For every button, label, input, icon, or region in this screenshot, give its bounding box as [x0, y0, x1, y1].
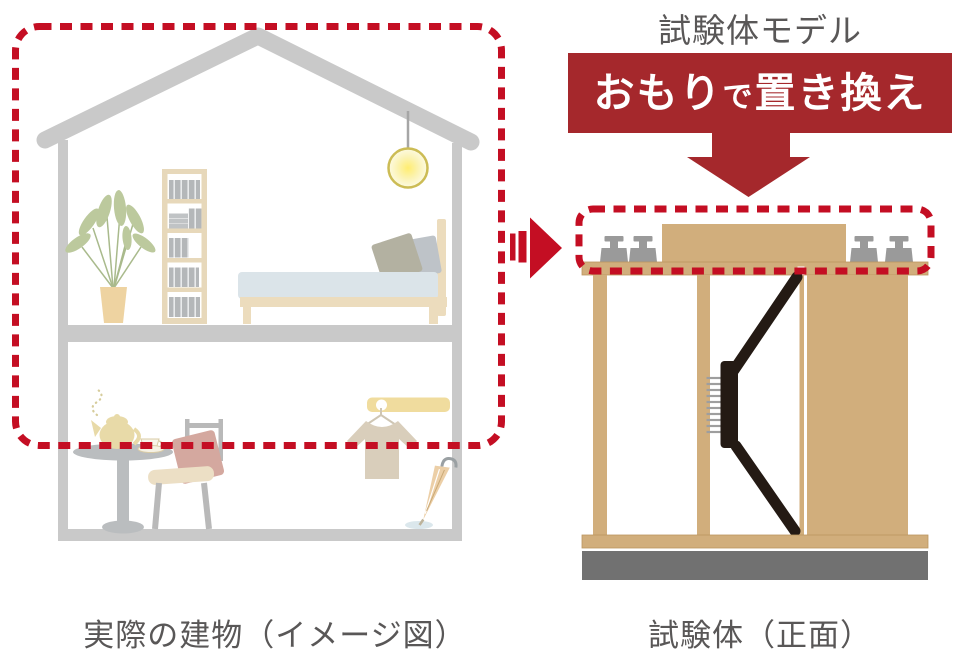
- big-down-arrow-icon: [687, 133, 810, 197]
- sill-plate: [581, 534, 929, 549]
- house-illustration: [12, 23, 505, 541]
- pillow: [371, 233, 423, 283]
- bed-icon: [238, 219, 447, 324]
- plant-icon: [65, 190, 156, 323]
- pendant-lamp-icon: [387, 111, 429, 189]
- house-mid-floor: [58, 325, 462, 342]
- specimen-illustration: [575, 205, 935, 580]
- chair-icon: [148, 419, 225, 530]
- panel-edge-strip: [799, 275, 804, 535]
- umbrella-icon: [418, 457, 458, 526]
- stud-left: [593, 275, 607, 535]
- coat-rack-icon: [367, 397, 450, 412]
- shear-panel: [807, 275, 908, 535]
- house-dashed-outline: [12, 23, 505, 449]
- flow-arrow-icon: [510, 217, 562, 279]
- house-base-floor: [58, 529, 462, 541]
- foundation: [582, 551, 928, 580]
- scale-weight-icon: [850, 236, 878, 262]
- connector-screws: [706, 376, 721, 434]
- specimen-dashed-outline: [575, 205, 935, 275]
- replace-banner: おもりで置き換え: [568, 53, 952, 133]
- scale-weight-icon: [600, 236, 628, 262]
- model-title: 試験体モデル: [658, 12, 862, 49]
- bookshelf-icon: [162, 169, 207, 324]
- caption-specimen-front: 試験体（正面）: [648, 618, 872, 653]
- banner-text: 置き換え: [754, 70, 927, 116]
- mass-block: [662, 224, 846, 262]
- puddle: [405, 521, 433, 529]
- plant-pot: [100, 287, 127, 323]
- teapot-icon: [91, 387, 141, 449]
- steam: [91, 387, 103, 417]
- stud-center: [697, 275, 710, 535]
- house-roof: [36, 27, 480, 151]
- tshirt-icon: [347, 408, 417, 479]
- brace-assembly: [706, 271, 803, 537]
- banner-text: おもり: [593, 70, 723, 116]
- banner-text: で: [722, 81, 755, 114]
- scale-weight-icon: [885, 236, 913, 262]
- scale-weight-icon: [629, 236, 657, 262]
- caption-actual-building: 実際の建物（イメージ図）: [83, 618, 467, 653]
